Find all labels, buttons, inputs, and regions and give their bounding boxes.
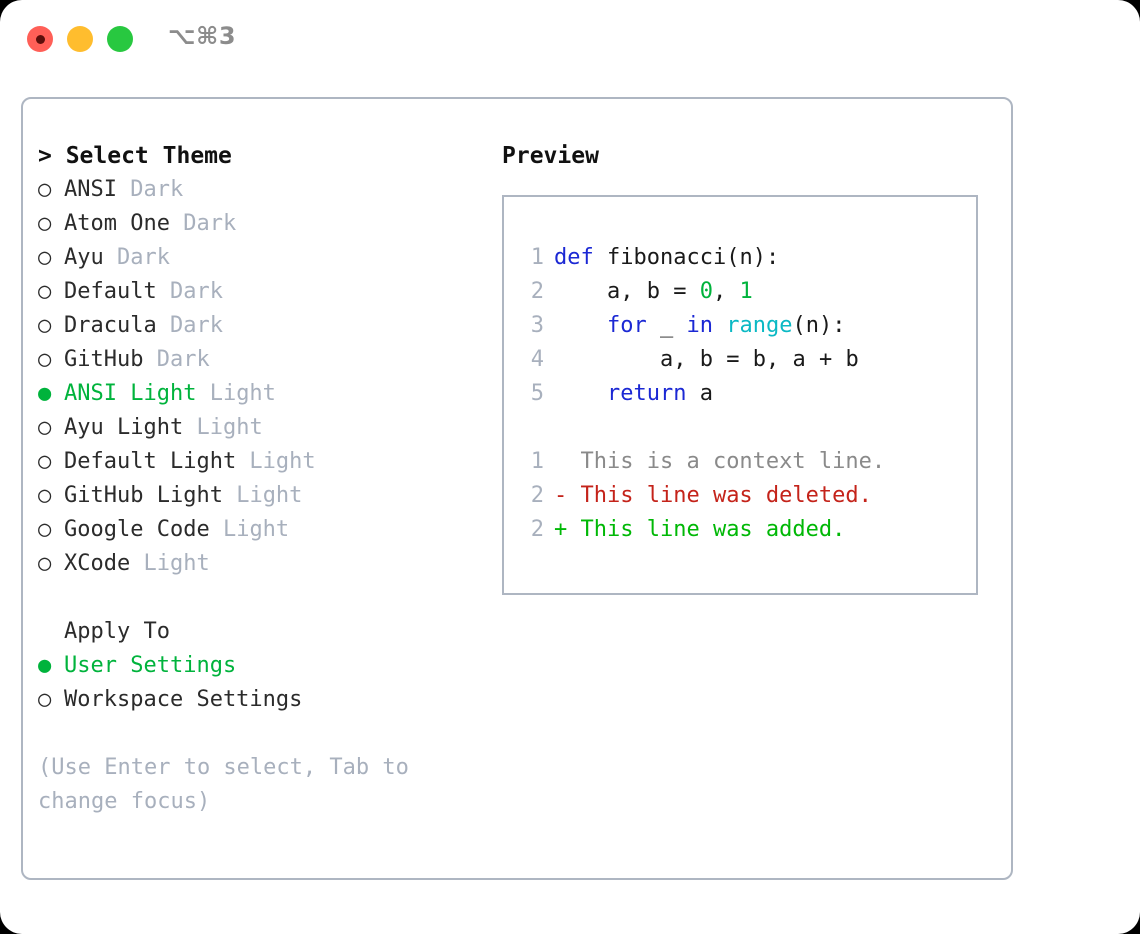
- code-line: 1 def fibonacci(n):: [520, 241, 976, 275]
- theme-option-label: Default Light: [64, 449, 237, 474]
- code-line-text: def fibonacci(n):: [554, 245, 780, 270]
- theme-option-label: XCode: [64, 551, 131, 576]
- code-line-number: 1: [530, 245, 544, 270]
- theme-option-github[interactable]: ○ GitHub Dark: [38, 343, 498, 377]
- theme-option-default-light[interactable]: ○ Default Light Light: [38, 445, 498, 479]
- theme-option-label: GitHub: [64, 347, 144, 372]
- apply-to-option-workspace-settings[interactable]: ○ Workspace Settings: [38, 683, 498, 717]
- theme-option-label: Dracula: [64, 313, 157, 338]
- theme-option-label: ANSI: [64, 177, 117, 202]
- theme-option-atom-one[interactable]: ○ Atom One Dark: [38, 207, 498, 241]
- theme-option-kind: Light: [222, 483, 303, 508]
- theme-option-label: Google Code: [64, 517, 210, 542]
- diff-line-text: This line was added.: [567, 517, 846, 542]
- diff-marker: +: [554, 517, 568, 542]
- theme-option-kind: Dark: [156, 279, 223, 304]
- title-bar: ⌥⌘3: [0, 0, 1140, 78]
- diff-marker: [554, 449, 567, 474]
- diff-line-added: 2 + This line was added.: [520, 513, 976, 547]
- diff-line-deleted: 2- This line was deleted.: [520, 479, 976, 513]
- radio-unselected-icon: ○: [38, 517, 52, 542]
- radio-unselected-icon: ○: [38, 449, 52, 474]
- radio-selected-icon: ●: [38, 381, 52, 406]
- theme-option-kind: Dark: [169, 211, 237, 236]
- keyboard-shortcut-label: ⌥⌘3: [168, 22, 237, 50]
- code-line-text: for _ in range(n):: [606, 313, 846, 338]
- code-line-number: 5: [530, 381, 544, 406]
- theme-option-label: Default: [64, 279, 157, 304]
- radio-unselected-icon: ○: [38, 415, 52, 440]
- code-line-number: 4: [530, 347, 544, 372]
- diff-line-number: 2: [530, 483, 544, 508]
- code-line: 4 a, b = b, a + b: [520, 343, 976, 377]
- apply-to-heading: Apply To: [64, 619, 170, 644]
- theme-option-kind: Light: [183, 415, 263, 440]
- radio-unselected-icon: ○: [38, 313, 52, 338]
- theme-option-kind: Dark: [103, 245, 170, 270]
- apply-to-list: ● User Settings ○ Workspace Settings: [38, 649, 498, 717]
- theme-option-default[interactable]: ○ Default Dark: [38, 275, 498, 309]
- diff-line-number: 2: [530, 517, 544, 542]
- theme-picker-column: > Select Theme ○ANSI Dark○Atom One Dark○…: [38, 139, 498, 819]
- diff-marker: -: [554, 483, 568, 508]
- close-button[interactable]: [27, 26, 53, 52]
- diff-sample: 1 This is a context line.2- This line wa…: [520, 445, 976, 547]
- code-line-number: 2: [530, 279, 544, 304]
- code-line-text: a, b = b, a + b: [659, 347, 859, 372]
- radio-unselected-icon: ○: [38, 687, 52, 712]
- diff-line-number: 1: [530, 449, 544, 474]
- diff-line-context: 1 This is a context line.: [520, 445, 976, 479]
- radio-unselected-icon: ○: [38, 177, 52, 202]
- theme-option-ayu-light[interactable]: ○ Ayu Light Light: [38, 411, 498, 445]
- apply-to-option-label: User Settings: [64, 653, 237, 678]
- radio-unselected-icon: ○: [38, 279, 52, 304]
- main-panel: > Select Theme ○ANSI Dark○Atom One Dark○…: [21, 97, 1013, 880]
- theme-option-ayu[interactable]: ○ Ayu Dark: [38, 241, 498, 275]
- theme-option-ansi[interactable]: ○ ANSI Dark: [38, 173, 498, 207]
- theme-option-dracula[interactable]: ○ Dracula Dark: [38, 309, 498, 343]
- theme-option-label: ANSI Light: [64, 381, 197, 406]
- select-theme-heading: > Select Theme: [38, 143, 232, 169]
- apply-to-option-label: Workspace Settings: [64, 687, 303, 712]
- theme-option-label: Atom One: [64, 211, 170, 236]
- theme-option-kind: Dark: [143, 347, 210, 372]
- theme-option-kind: Light: [236, 449, 316, 474]
- code-line-text: return a: [606, 381, 713, 406]
- theme-option-github-light[interactable]: ○ GitHub Light Light: [38, 479, 498, 513]
- theme-option-google-code[interactable]: ○ Google Code Light: [38, 513, 498, 547]
- code-line: 5 return a: [520, 377, 976, 411]
- theme-list: ○ ANSI Dark ○ Atom One Dark ○ Ayu Dark ○ Defaul…: [38, 173, 498, 581]
- theme-option-label: Ayu Light: [64, 415, 184, 440]
- window-controls: [27, 26, 133, 52]
- theme-option-kind: Light: [130, 551, 210, 576]
- diff-line-text: This is a context line.: [567, 449, 886, 474]
- theme-option-kind: Light: [196, 381, 276, 406]
- diff-line-text: This line was deleted.: [567, 483, 872, 508]
- radio-unselected-icon: ○: [38, 551, 52, 576]
- code-line: 2 a, b = 0, 1: [520, 275, 976, 309]
- code-line-text: a, b = 0, 1: [606, 279, 753, 304]
- maximize-button[interactable]: [107, 26, 133, 52]
- preview-heading: Preview: [502, 143, 599, 169]
- theme-option-xcode[interactable]: ○ XCode Light: [38, 547, 498, 581]
- code-line-number: 3: [530, 313, 544, 338]
- radio-unselected-icon: ○: [38, 245, 52, 270]
- theme-option-kind: Dark: [116, 177, 184, 202]
- radio-unselected-icon: ○: [38, 211, 52, 236]
- keyboard-hint-text: (Use Enter to select, Tab to change focu…: [38, 755, 409, 814]
- apply-to-option-user-settings[interactable]: ● User Settings: [38, 649, 498, 683]
- theme-option-kind: Dark: [156, 313, 223, 338]
- minimize-button[interactable]: [67, 26, 93, 52]
- code-line: 3 for _ in range(n):: [520, 309, 976, 343]
- radio-unselected-icon: ○: [38, 483, 52, 508]
- radio-selected-icon: ●: [38, 653, 52, 678]
- theme-option-label: Ayu: [64, 245, 104, 270]
- theme-option-kind: Light: [209, 517, 290, 542]
- theme-option-ansi-light[interactable]: ● ANSI Light Light: [38, 377, 498, 411]
- radio-unselected-icon: ○: [38, 347, 52, 372]
- theme-option-label: GitHub Light: [64, 483, 223, 508]
